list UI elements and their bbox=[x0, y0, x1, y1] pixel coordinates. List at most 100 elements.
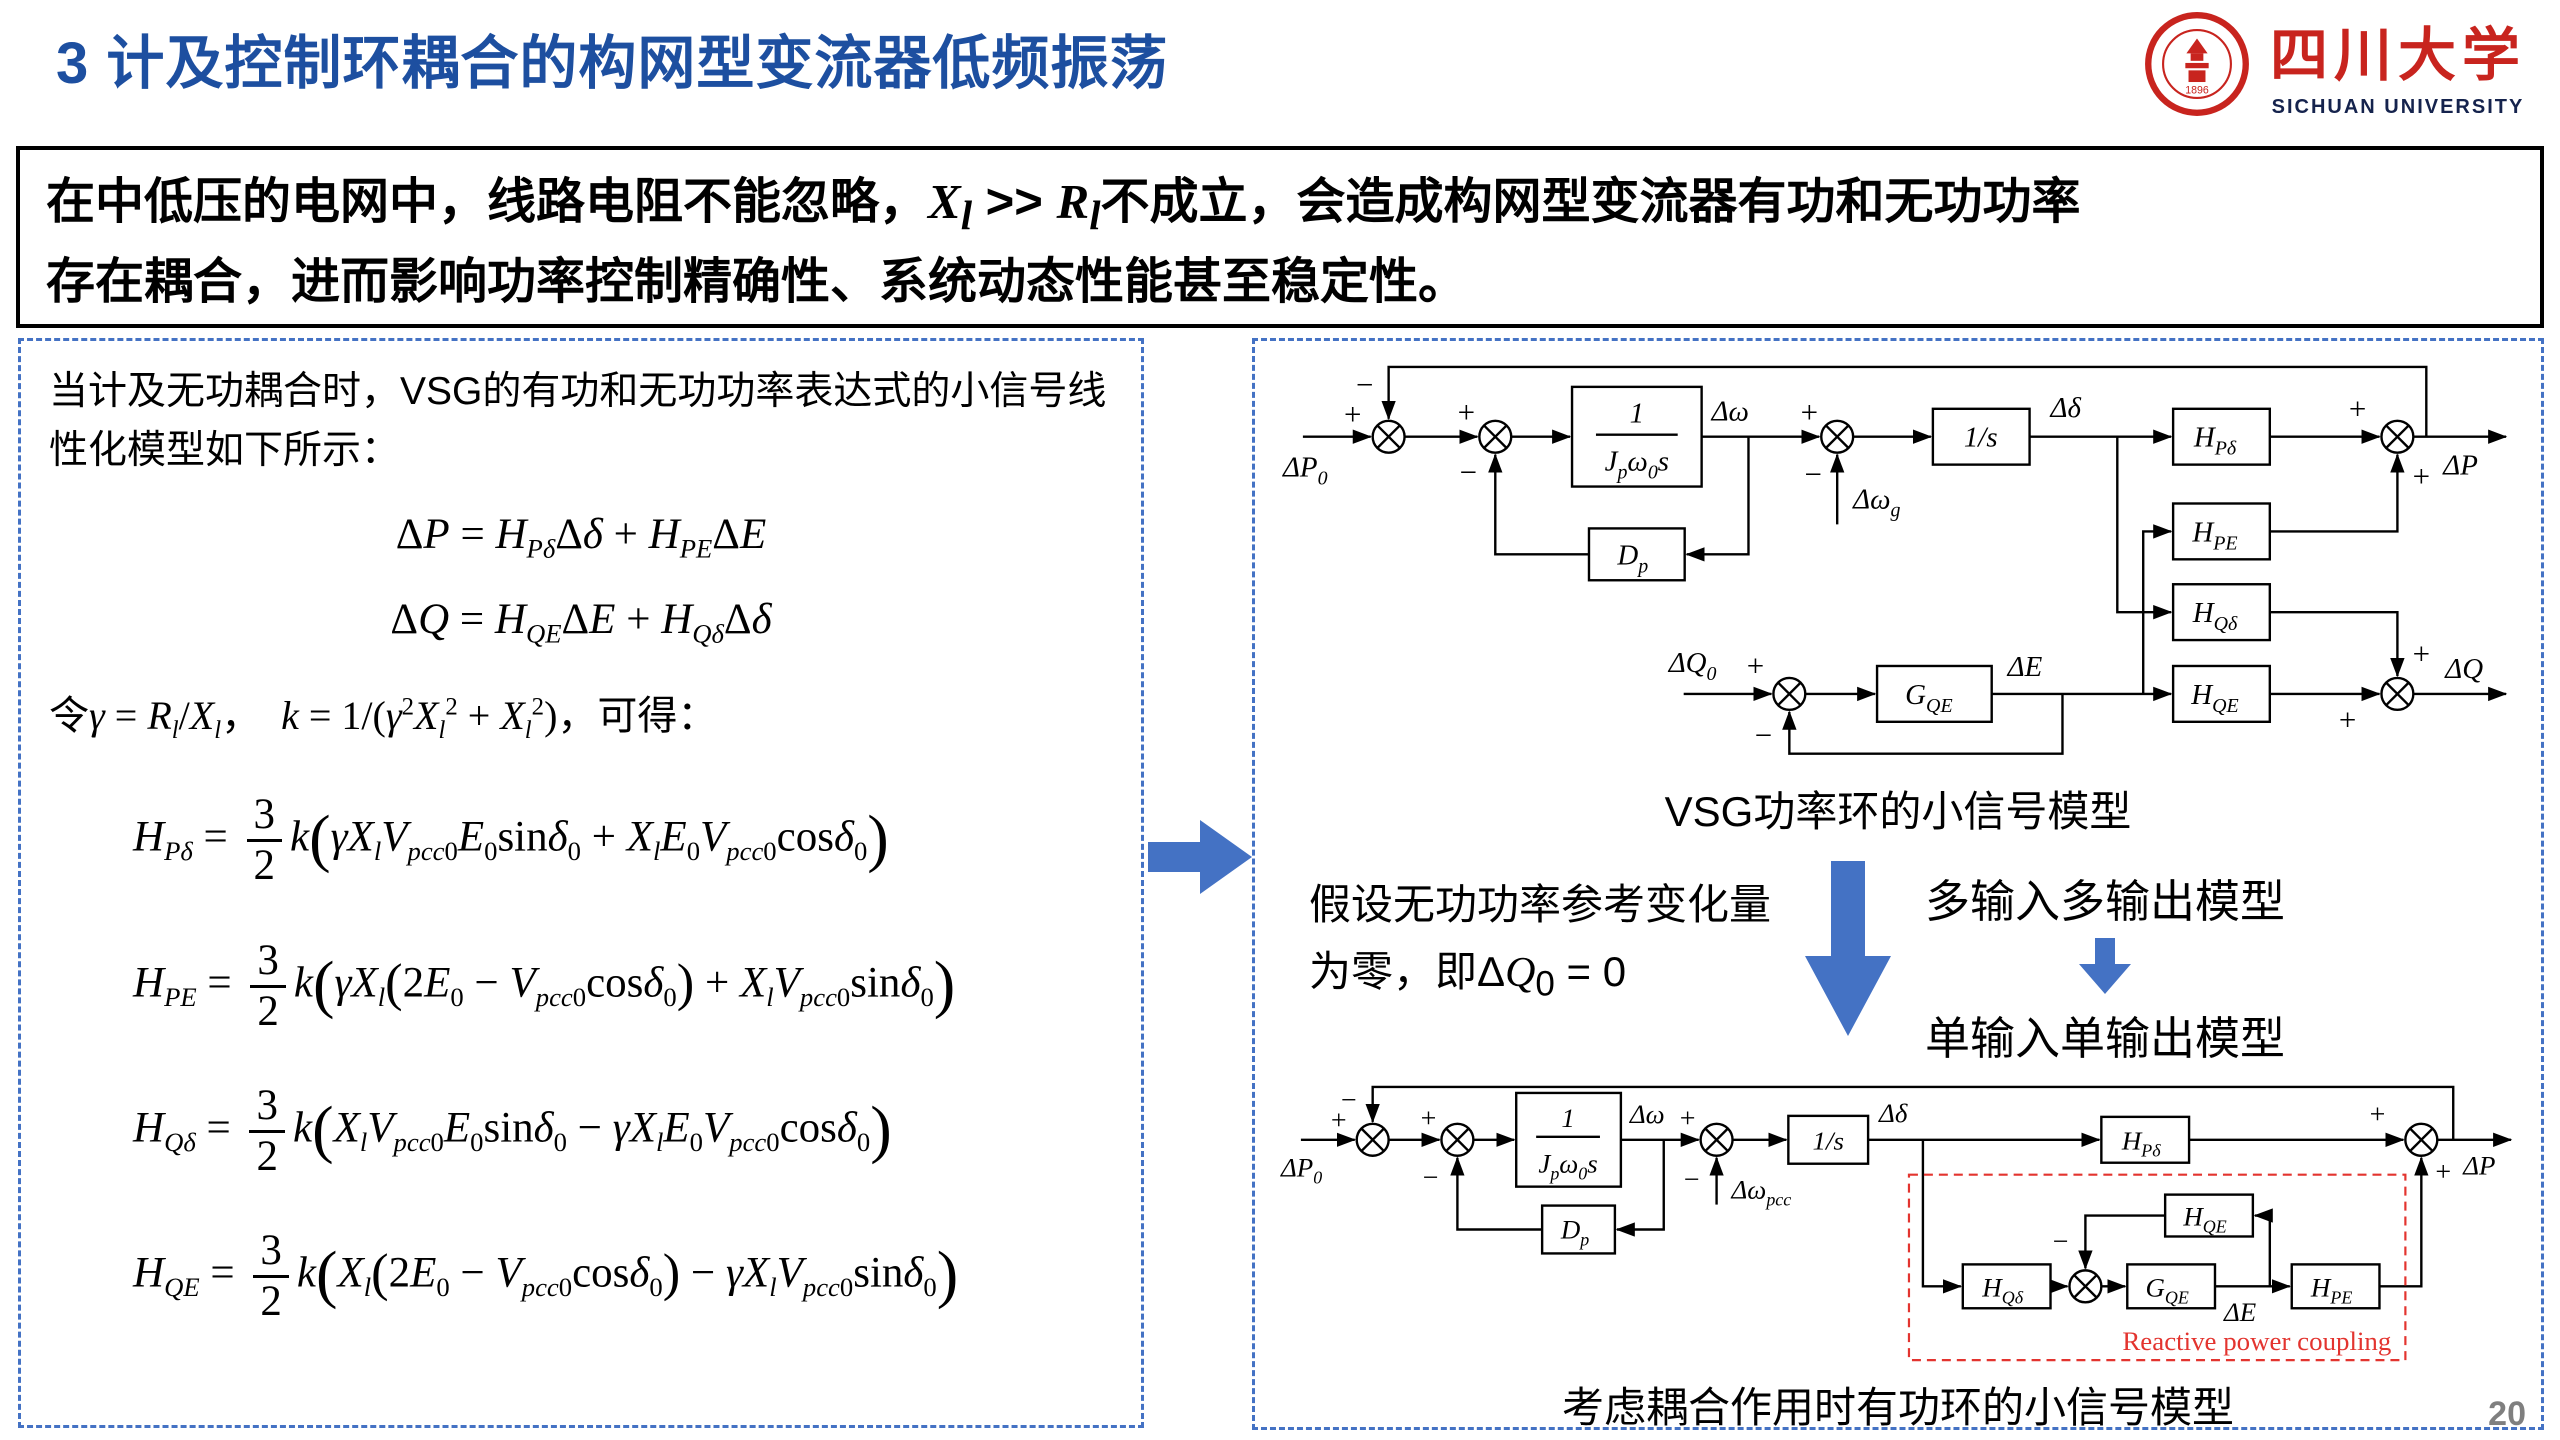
plus-sign: + bbox=[1331, 1104, 1347, 1135]
label-delta-p0: ΔP0 bbox=[1282, 452, 1328, 490]
left-explanation-panel: 当计及无功耦合时，VSG的有功和无功功率表达式的小信号线性化模型如下所示： ΔP… bbox=[18, 338, 1144, 1428]
minus-sign: − bbox=[2053, 1226, 2069, 1257]
minus-sign: − bbox=[1684, 1164, 1700, 1195]
svg-text:HQE: HQE bbox=[2190, 679, 2238, 717]
block-integrator: 1/s bbox=[1787, 1114, 1870, 1165]
sum-junction bbox=[2380, 676, 2415, 712]
svg-text:1/s: 1/s bbox=[1964, 422, 1998, 454]
wires bbox=[1302, 365, 2508, 755]
sum-junction bbox=[1699, 1122, 1734, 1157]
vsg-power-loop-diagram: 1 Jpω0s Dp 1/s HPδ HPE HQδ HQE bbox=[1282, 365, 2508, 755]
sum-junction bbox=[1478, 419, 1513, 454]
label-delta-omega: Δω bbox=[1629, 1098, 1665, 1128]
minus-sign: − bbox=[1755, 718, 1772, 753]
block-h-qe: HQE bbox=[2171, 664, 2272, 723]
big-down-arrow-icon bbox=[1805, 860, 1892, 1036]
plus-sign: + bbox=[2339, 702, 2356, 737]
plus-sign: + bbox=[2413, 636, 2430, 671]
svg-text:HPE: HPE bbox=[2310, 1272, 2352, 1307]
label-delta-e: ΔE bbox=[2007, 651, 2043, 683]
block-h-qe: HQE bbox=[2163, 1193, 2255, 1238]
equation-delta-q: ΔQ = HQEΔE + HQδΔδ bbox=[390, 595, 772, 649]
plus-sign: + bbox=[1458, 395, 1475, 430]
label-delta-q: ΔQ bbox=[2444, 653, 2483, 685]
svg-text:HPE: HPE bbox=[2191, 516, 2237, 554]
plus-sign: + bbox=[2413, 459, 2430, 494]
block-integrator: 1/s bbox=[1931, 407, 2031, 466]
bottom-diagram-caption: 考虑耦合作用时有功环的小信号模型 bbox=[1561, 1383, 2234, 1431]
plus-sign: + bbox=[1801, 395, 1818, 430]
key-message-box: 在中低压的电网中，线路电阻不能忽略，Xl >> Rl不成立，会造成构网型变流器有… bbox=[16, 146, 2544, 328]
page-number: 20 bbox=[2488, 1395, 2526, 1433]
sum-junction bbox=[2404, 1122, 2439, 1157]
block-inertia: 1 Jpω0s bbox=[1515, 1091, 1623, 1188]
label-delta-omega: Δω bbox=[1711, 396, 1749, 428]
university-logo: 1896 四川大学 SICHUAN UNIVERSITY bbox=[2144, 8, 2526, 119]
key-message-line2: 存在耦合，进而影响功率控制精确性、系统动态性能甚至稳定性。 bbox=[46, 255, 1468, 310]
block-h-qdelta: HQδ bbox=[2171, 583, 2272, 642]
block-damping: Dp bbox=[1587, 527, 1686, 582]
sum-junction bbox=[1440, 1122, 1475, 1157]
university-seal-icon: 1896 bbox=[2145, 11, 2249, 116]
label-delta-p: ΔP bbox=[2442, 450, 2478, 482]
equation-delta-p: ΔP = HPδΔδ + HPEΔE bbox=[395, 511, 767, 564]
plus-sign: + bbox=[1344, 397, 1361, 432]
block-h-pe: HPE bbox=[2171, 502, 2272, 561]
model-labels: 多输入多输出模型 单输入单输出模型 bbox=[1925, 861, 2285, 1067]
coupled-active-loop-diagram: Reactive power coupling 1 Jpω0s Dp 1/s H… bbox=[1280, 1085, 2513, 1361]
university-name-en: SICHUAN UNIVERSITY bbox=[2271, 96, 2525, 118]
label-delta-p: ΔP bbox=[2462, 1150, 2495, 1180]
university-name-zh: 四川大学 bbox=[2269, 23, 2526, 88]
plus-sign: + bbox=[2349, 391, 2366, 426]
label-delta-delta: Δδ bbox=[1878, 1097, 1908, 1127]
seal-year: 1896 bbox=[2185, 84, 2209, 96]
small-down-arrow-icon bbox=[2079, 937, 2132, 994]
block-g-qe: GQE bbox=[1875, 664, 1993, 723]
wires bbox=[1300, 1085, 2513, 1294]
minus-sign: − bbox=[1356, 367, 1373, 402]
intro-text: 当计及无功耦合时，VSG的有功和无功功率表达式的小信号线性化模型如下所示： bbox=[49, 370, 1107, 472]
page-title: 3 计及控制环耦合的构网型变流器低频振荡 bbox=[56, 31, 1169, 96]
svg-text:1/s: 1/s bbox=[1813, 1125, 1844, 1155]
label-delta-e: ΔE bbox=[2223, 1297, 2256, 1327]
minus-sign: − bbox=[1805, 457, 1822, 492]
minus-sign: − bbox=[1341, 1085, 1357, 1116]
block-damping: Dp bbox=[1540, 1204, 1617, 1255]
reactive-coupling-label: Reactive power coupling bbox=[2122, 1326, 2391, 1356]
assumption-line1: 假设无功功率参考变化量 bbox=[1309, 880, 1772, 928]
svg-text:Jpω0s: Jpω0s bbox=[1605, 446, 1669, 484]
plus-sign: + bbox=[1680, 1102, 1696, 1133]
minus-sign: − bbox=[1460, 455, 1477, 490]
label-delta-omega-pcc: Δωpcc bbox=[1731, 1174, 1792, 1209]
svg-text:HPδ: HPδ bbox=[2193, 422, 2237, 460]
minus-sign: − bbox=[1423, 1162, 1439, 1193]
siso-label: 单输入单输出模型 bbox=[1925, 1012, 2286, 1064]
svg-text:HQδ: HQδ bbox=[2192, 597, 2238, 635]
block-h-pdelta: HPδ bbox=[2171, 407, 2272, 466]
sum-junction bbox=[1371, 419, 1406, 454]
equation-gamma-k: 令γ = Rl/Xl， k = 1/(γ2Xl2 + Xl2)，可得： bbox=[49, 693, 718, 745]
key-message-line1: 在中低压的电网中，线路电阻不能忽略，Xl >> Rl不成立，会造成构网型变流器有… bbox=[46, 174, 2081, 238]
svg-text:GQE: GQE bbox=[1905, 679, 1952, 717]
right-arrow-icon bbox=[1148, 820, 1252, 894]
sum-junction bbox=[1820, 419, 1855, 454]
block-inertia: 1 Jpω0s bbox=[1570, 385, 1703, 488]
label-delta-p0: ΔP0 bbox=[1280, 1152, 1322, 1187]
plus-sign: + bbox=[1747, 648, 1764, 683]
block-h-pdelta: HPδ bbox=[2100, 1115, 2191, 1164]
svg-text:HPδ: HPδ bbox=[2121, 1125, 2161, 1160]
plus-sign: + bbox=[2370, 1098, 2386, 1129]
plus-sign: + bbox=[1421, 1102, 1437, 1133]
svg-text:Dp: Dp bbox=[1560, 1214, 1589, 1249]
panel-link-arrow bbox=[1148, 820, 1252, 899]
svg-text:GQE: GQE bbox=[2145, 1272, 2188, 1307]
label-delta-q0: ΔQ0 bbox=[1668, 647, 1717, 685]
svg-text:Dp: Dp bbox=[1616, 539, 1648, 577]
model-reduction-row: 假设无功功率参考变化量 为零，即ΔQ0 = 0 多输入多输出模型 单输入单输出模… bbox=[1309, 860, 2531, 1067]
block-h-qdelta: HQδ bbox=[1961, 1262, 2052, 1310]
plus-sign: + bbox=[2435, 1156, 2451, 1187]
